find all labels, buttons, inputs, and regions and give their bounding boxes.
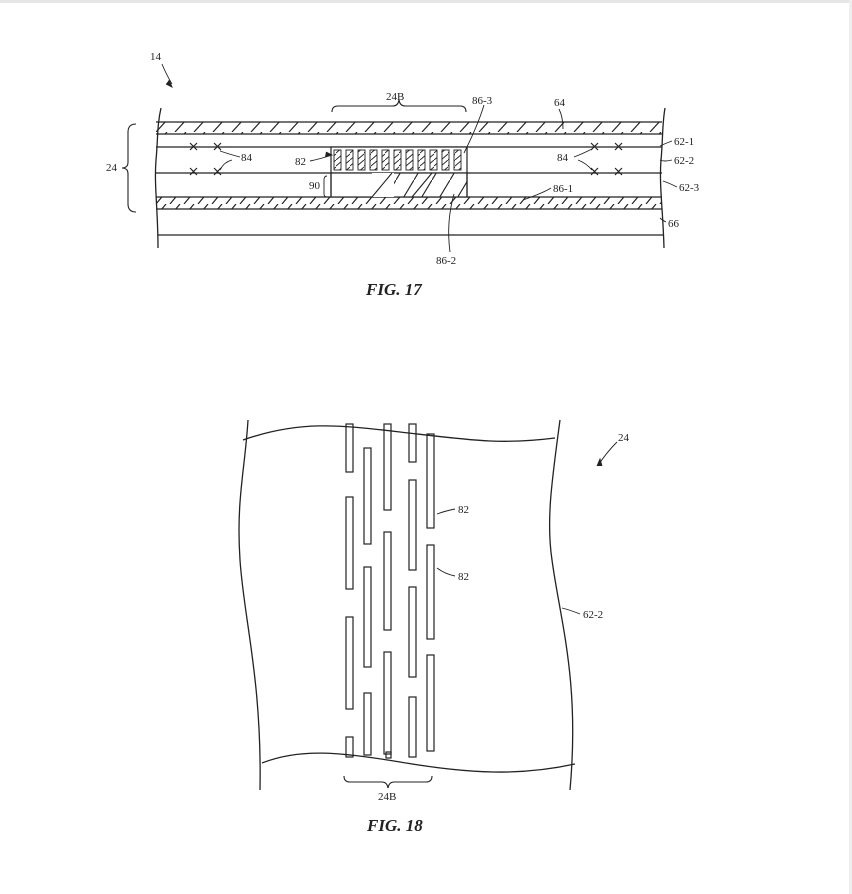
brace-24b-fig18: [343, 775, 433, 789]
label-62-2: 62-2: [674, 155, 694, 167]
viewer-top-edge: [0, 0, 852, 3]
lines-82-hatch: [333, 149, 462, 171]
fig17-diagram: [121, 63, 678, 253]
layer-86-1-hatch: [156, 197, 662, 209]
label-86-2: 86-2: [436, 255, 456, 267]
fig18-top-edge: [242, 425, 556, 442]
fig18-labels: 24 82 82 62-2 24B: [378, 432, 630, 803]
label-24: 24: [106, 162, 118, 174]
label-24-fig18: 24: [618, 432, 630, 444]
fig18-right-edge: [548, 419, 574, 791]
label-84-left: 84: [241, 152, 253, 164]
caption-fig17: FIG. 17: [366, 280, 422, 299]
viewer-right-edge: [849, 0, 852, 894]
label-84-right: 84: [557, 152, 569, 164]
label-14: 14: [150, 51, 162, 63]
caption-fig18: FIG. 18: [367, 816, 423, 835]
fig18-leaders: [436, 441, 618, 615]
fig18-diagram: [238, 419, 618, 791]
label-86-3: 86-3: [472, 95, 493, 107]
fig18-bottom-edge: [261, 752, 576, 773]
label-90: 90: [309, 180, 321, 192]
lines-82-segments: [345, 423, 435, 759]
label-62-2-fig18: 62-2: [583, 609, 603, 621]
fig18-left-edge: [238, 419, 261, 791]
label-82-a: 82: [458, 504, 469, 516]
label-62-3: 62-3: [679, 182, 700, 194]
brace-24b-fig17: [331, 99, 467, 113]
label-24b: 24B: [386, 91, 404, 103]
label-62-1: 62-1: [674, 136, 694, 148]
label-86-1: 86-1: [553, 183, 573, 195]
pixels-84-right: [590, 142, 623, 176]
fig17-leaders: [161, 63, 678, 253]
label-24b-fig18: 24B: [378, 791, 396, 803]
brace-24-fig17: [121, 123, 137, 213]
label-82: 82: [295, 156, 306, 168]
layer-64-hatch: [156, 122, 662, 134]
label-64: 64: [554, 97, 566, 109]
label-66: 66: [668, 218, 680, 230]
pixels-84-left: [189, 142, 222, 176]
label-82-b: 82: [458, 571, 469, 583]
fig17-labels: 14 24 24B 86-3 64 84 84 82 90 62-1 62-2 …: [106, 51, 700, 267]
